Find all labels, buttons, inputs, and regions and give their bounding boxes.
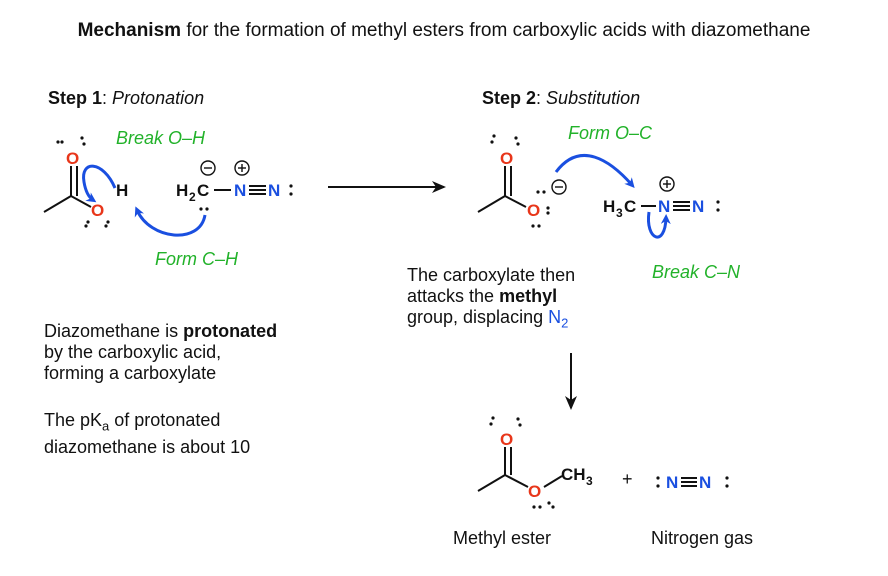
n2-formula: N2 [548, 307, 568, 331]
label-form-oc: Form O–C [568, 123, 653, 143]
text2-sub: a [102, 418, 110, 434]
step1-label: Step 1 [48, 88, 103, 108]
curly-arrow-break-oh [82, 164, 117, 203]
text3-line2: attacks the methyl [407, 286, 575, 307]
step1-heading: Step 1: Protonation [48, 88, 204, 109]
oxygen-hydroxyl: O [91, 201, 104, 220]
text-pka: The pKa of protonated diazomethane is ab… [44, 410, 250, 458]
step2-heading: Step 2: Substitution [482, 88, 640, 109]
text2-post: of protonated [109, 410, 221, 430]
step2-label: Step 2 [482, 88, 537, 108]
svg-text:2: 2 [189, 190, 196, 204]
text2-pre: The pK [44, 410, 103, 430]
text3-line1: The carboxylate then [407, 265, 576, 285]
svg-text:H: H [603, 197, 615, 216]
svg-text:C: C [197, 181, 209, 200]
step2-colon: : [536, 88, 547, 108]
svg-text:N: N [692, 197, 704, 216]
nitrogen-1: N [234, 181, 246, 200]
svg-text:O: O [528, 482, 541, 501]
text1-line2: by the carboxylic acid, [44, 342, 222, 362]
negative-charge-icon [200, 160, 216, 176]
carboxylate-charge-icon [551, 179, 567, 195]
svg-text:3: 3 [586, 474, 593, 488]
diazomethane-structure: H 2 C N N [134, 160, 293, 237]
curly-arrow-form-ch [134, 206, 207, 237]
nitrogen-2: N [268, 181, 280, 200]
n2-symbol: N [548, 307, 562, 327]
nitrogen-gas-structure: N N [656, 473, 729, 492]
curly-arrow-break-cn [646, 211, 671, 239]
text2-line2: diazomethane is about 10 [44, 436, 251, 457]
svg-text:C: C [624, 197, 636, 216]
svg-text:N: N [658, 197, 670, 216]
step1-colon: : [102, 88, 113, 108]
title-rest: for the formation of methyl esters from … [181, 20, 811, 41]
text3-line2-pre: attacks the [407, 286, 500, 306]
label-form-ch: Form C–H [155, 249, 239, 269]
oxygen-carboxylate: O [527, 201, 540, 220]
diazonium-charge-icon [659, 176, 675, 192]
lone-pairs-acid [56, 136, 110, 228]
plus-sign: + [622, 469, 633, 489]
oxygen-carbonyl-2: O [500, 149, 513, 168]
svg-text:O: O [500, 430, 513, 449]
hydrogen-acid: H [116, 181, 128, 200]
text3-line3-pre: group, displacing [407, 307, 549, 327]
svg-text:CH: CH [561, 465, 586, 484]
text-protonation-line1: Diazomethane is protonated [44, 321, 277, 342]
curly-arrow-form-oc [554, 153, 635, 189]
title-bold: Mechanism [77, 20, 182, 41]
svg-text:3: 3 [616, 206, 623, 220]
text3-line3: group, displacing N2 [407, 307, 575, 334]
ch2-carbon: H [176, 181, 188, 200]
text-pka-line1: The pKa of protonated [44, 410, 250, 437]
text1-line3: forming a carboxylate [44, 363, 217, 383]
acetic-acid-structure: O O H [43, 136, 128, 228]
caption-methyl-ester: Methyl ester [453, 528, 552, 548]
label-break-oh: Break O–H [116, 128, 206, 148]
diagram-title: Mechanism for the formation of methyl es… [0, 20, 888, 42]
svg-text:N: N [666, 473, 678, 492]
step1-name: Protonation [112, 88, 205, 108]
oxygen-carbonyl-1: O [66, 149, 79, 168]
step2-name: Substitution [546, 88, 641, 108]
methyl-ester-structure: O O CH 3 [477, 416, 593, 509]
positive-charge-icon [234, 160, 250, 176]
text3-bold: methyl [499, 286, 558, 306]
methyldiazonium-structure: H 3 C N N [603, 176, 720, 239]
n2-sub: 2 [561, 315, 569, 331]
label-break-cn: Break C–N [652, 262, 741, 282]
text1-pre: Diazomethane is [44, 321, 184, 341]
text-substitution: The carboxylate then attacks the methyl … [407, 265, 575, 334]
carboxylate-structure: O O [477, 134, 635, 228]
text-protonation: Diazomethane is protonated by the carbox… [44, 321, 277, 384]
svg-text:N: N [699, 473, 711, 492]
caption-nitrogen-gas: Nitrogen gas [651, 528, 754, 548]
text1-bold: protonated [183, 321, 278, 341]
